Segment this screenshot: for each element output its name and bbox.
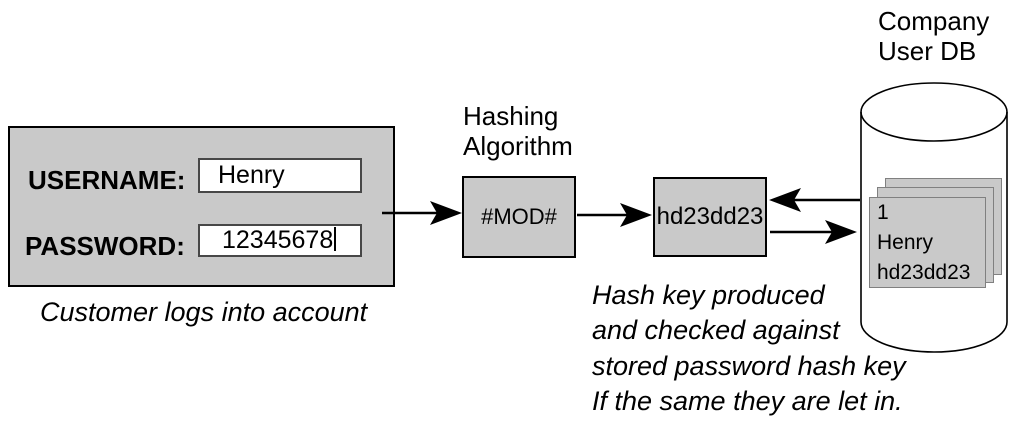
arrow-hash-to-key	[577, 203, 652, 227]
arrow-key-to-db	[770, 220, 857, 244]
hashing-label-line2: Algorithm	[463, 131, 573, 161]
annotation-line3: stored password hash key	[592, 350, 906, 381]
annotation-line2: and checked against	[592, 315, 840, 346]
text-cursor	[334, 227, 337, 252]
hashing-algorithm-label: Hashing Algorithm	[463, 101, 573, 161]
password-label: PASSWORD:	[25, 231, 185, 261]
password-input[interactable]: 12345678	[198, 224, 362, 257]
mod-text: #MOD#	[481, 204, 557, 229]
db-title-line2: User DB	[878, 36, 977, 66]
database-title: Company User DB	[878, 6, 989, 66]
db-title-line1: Company	[878, 6, 990, 36]
record-id: 1	[877, 201, 889, 224]
annotation-line4: If the same they are let in.	[592, 386, 903, 417]
username-label: USERNAME:	[28, 165, 186, 195]
arrow-db-to-key	[769, 188, 860, 212]
hash-check-annotation: Hash key produced and checked against st…	[592, 278, 906, 420]
password-value: 12345678	[222, 226, 334, 254]
login-caption: Customer logs into account	[40, 297, 368, 327]
db-record-card: 1 Henry hd23dd23	[869, 197, 986, 288]
hash-key-box: hd23dd23	[653, 177, 767, 257]
login-form-box: USERNAME: Henry PASSWORD: 12345678	[8, 126, 395, 287]
hash-key-text: hd23dd23	[656, 203, 764, 230]
record-username: Henry	[877, 231, 934, 254]
hashing-algorithm-box: #MOD#	[462, 176, 576, 258]
username-value: Henry	[218, 161, 285, 189]
username-input[interactable]: Henry	[198, 158, 362, 193]
hashing-label-line1: Hashing	[463, 101, 559, 131]
annotation-line1: Hash key produced	[592, 280, 825, 310]
